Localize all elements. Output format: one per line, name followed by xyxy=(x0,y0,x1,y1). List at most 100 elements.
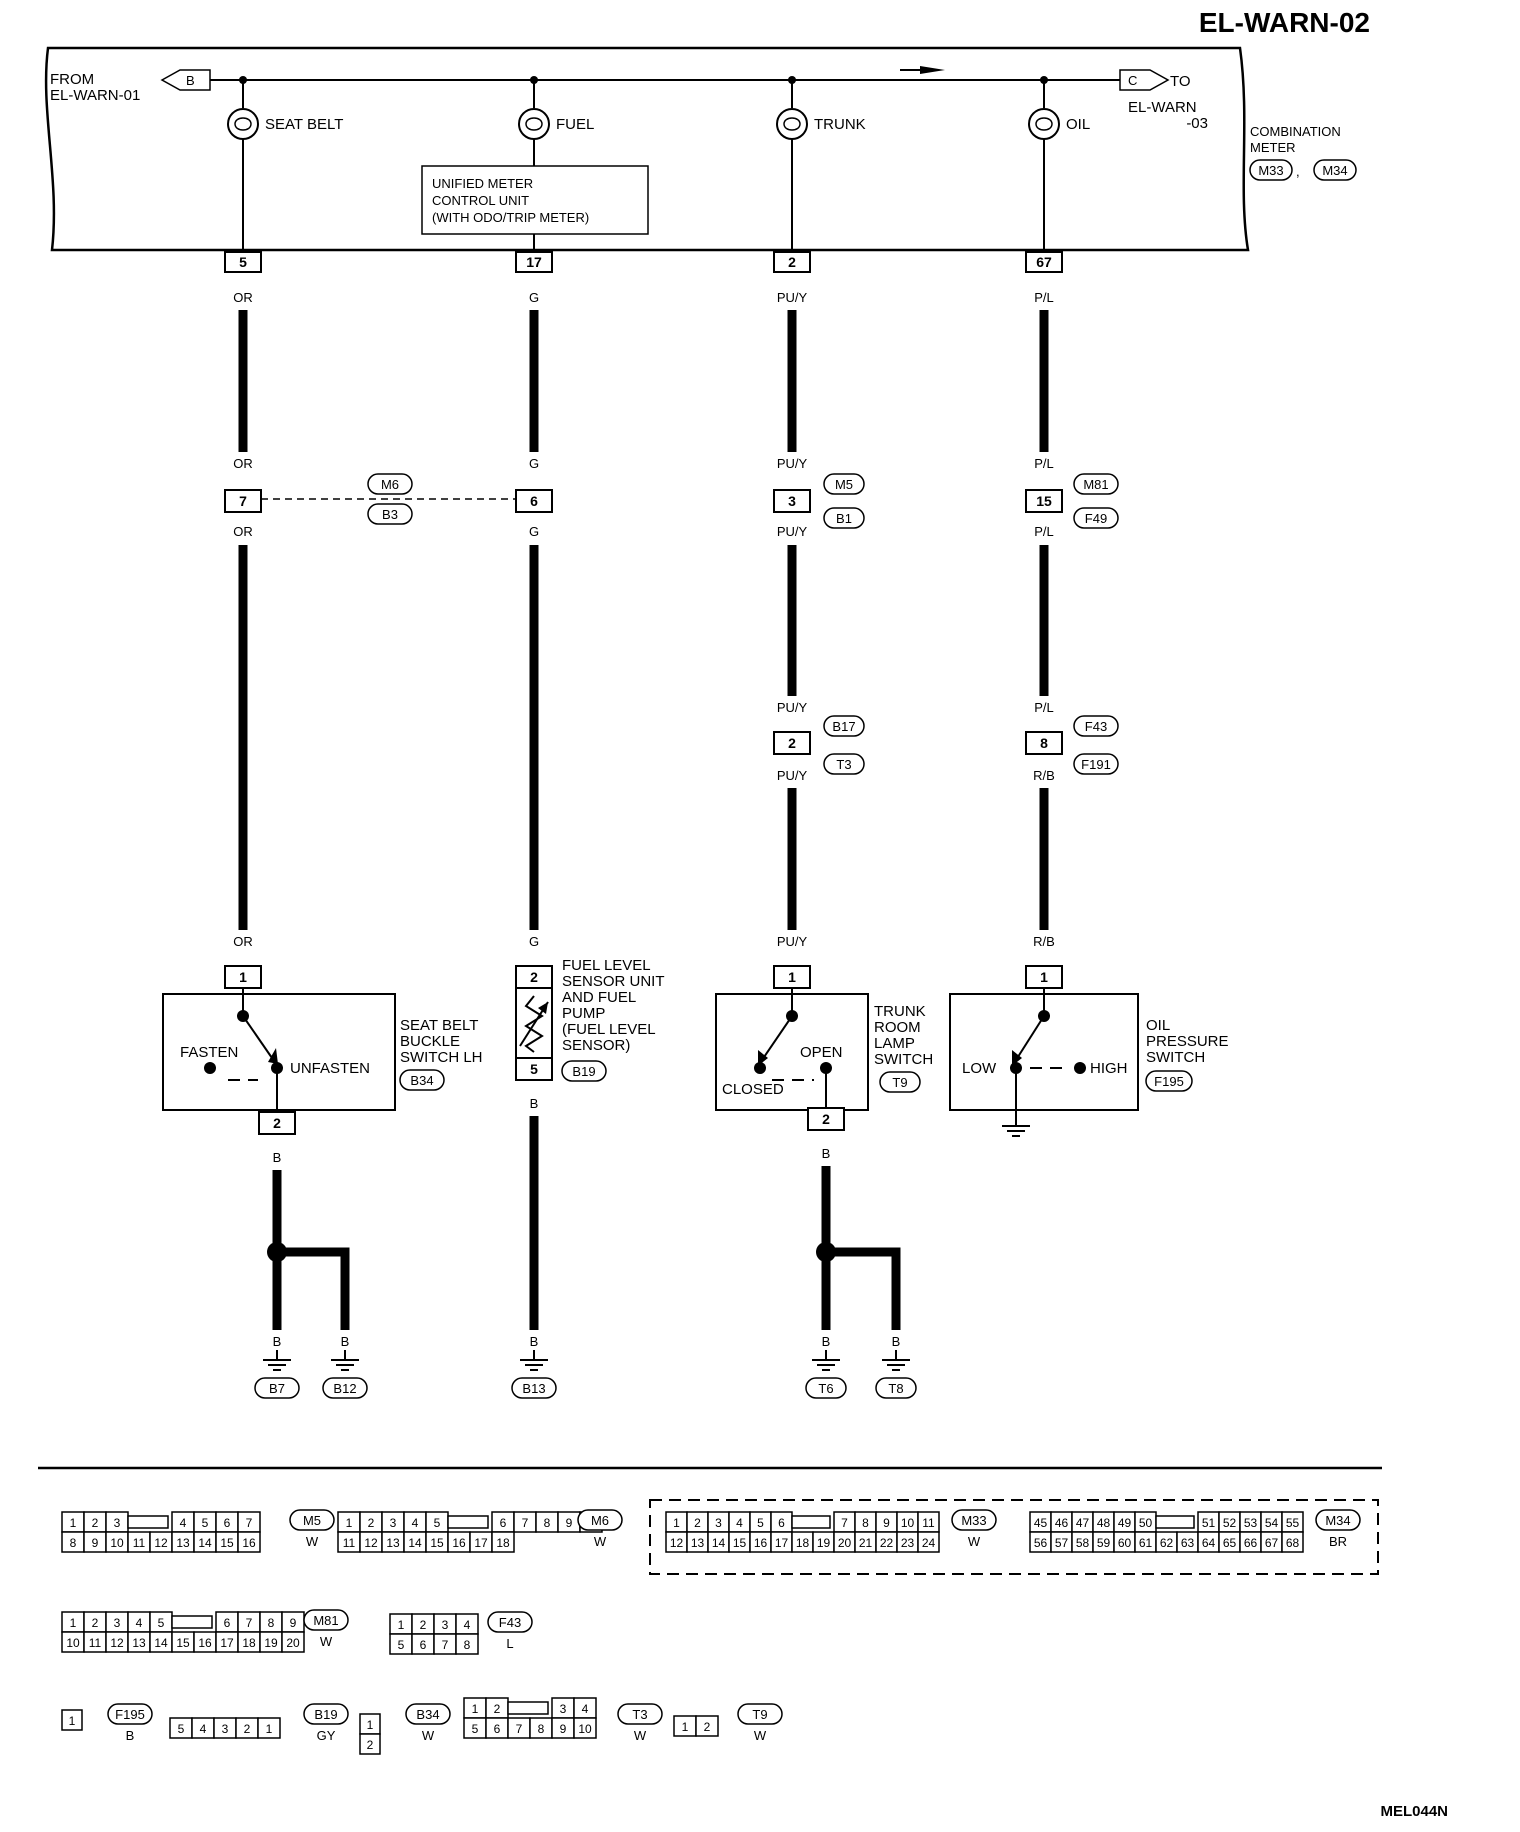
from-connector[interactable]: FROM EL-WARN-01 B xyxy=(50,69,211,104)
connector-pin-number: 6 xyxy=(224,1516,231,1530)
connector-pin-number: 13 xyxy=(176,1536,190,1550)
connector-tag-b3[interactable]: B3 xyxy=(367,503,413,525)
connector-tag-b1[interactable] xyxy=(823,507,865,529)
svg-text:PRESSURE: PRESSURE xyxy=(1146,1033,1229,1050)
connector-pin-number: 3 xyxy=(390,1516,397,1530)
connector-tag-f43[interactable] xyxy=(1073,715,1119,737)
svg-text:M34: M34 xyxy=(1322,163,1347,178)
connector-pin-number: 52 xyxy=(1223,1516,1237,1530)
connector-pin-number: 1 xyxy=(70,1616,77,1630)
connector-pin-number: 20 xyxy=(286,1636,300,1650)
connector-id-tag xyxy=(303,1609,349,1631)
reference-code: MEL044N xyxy=(1380,1803,1448,1820)
connector-view-m6[interactable]: 123456789101112131415161718M6W xyxy=(337,1509,623,1553)
connector-tag-f191[interactable] xyxy=(1073,753,1119,775)
connector-id: M33 xyxy=(961,1513,986,1528)
connector-tag-m6[interactable]: M6 xyxy=(367,473,413,495)
connector-id: T9 xyxy=(752,1707,767,1722)
connector-pin-number: 56 xyxy=(1034,1536,1048,1550)
combination-meter-box xyxy=(44,46,1250,252)
connector-tag-m5[interactable] xyxy=(823,473,865,495)
connector-pin-number: 5 xyxy=(434,1516,441,1530)
connector-pin-number: 67 xyxy=(1265,1536,1279,1550)
svg-text:67: 67 xyxy=(1036,254,1052,270)
connector-pin-number: 5 xyxy=(178,1722,185,1736)
connector-pin-number: 3 xyxy=(114,1516,121,1530)
connector-pin-number: 11 xyxy=(922,1516,935,1530)
circuit-trunk: TRUNK 2 PU/Y PU/Y 3 M5 B1 PU/Y PU/Y 2 B1… xyxy=(773,76,866,989)
connector-tag-m81[interactable] xyxy=(1073,473,1119,495)
svg-text:P/L: P/L xyxy=(1034,700,1054,715)
connector-pin-number: 1 xyxy=(673,1516,680,1530)
connector-cavity xyxy=(695,1715,719,1737)
connector-tag-t3[interactable] xyxy=(823,753,865,775)
svg-text:P/L: P/L xyxy=(1034,524,1054,539)
svg-text:CONTROL UNIT: CONTROL UNIT xyxy=(432,193,529,208)
connector-pin-number: 2 xyxy=(704,1720,711,1734)
connector-tag-b17[interactable] xyxy=(823,715,865,737)
connector-key-slot xyxy=(447,1515,489,1529)
connector-pin-number: 18 xyxy=(496,1536,510,1550)
connector-pin-number: 6 xyxy=(420,1638,427,1652)
svg-text:F191: F191 xyxy=(1081,757,1111,772)
svg-text:T9: T9 xyxy=(892,1075,907,1090)
svg-text:OR: OR xyxy=(233,934,253,949)
connector-pin-number: 1 xyxy=(367,1718,374,1732)
connector-pin-number: 54 xyxy=(1265,1516,1279,1530)
connector-pin-number: 15 xyxy=(176,1636,190,1650)
svg-text:T3: T3 xyxy=(836,757,851,772)
connector-pin-number: 3 xyxy=(560,1702,567,1716)
ground-tag: B13 xyxy=(522,1381,545,1396)
svg-text:CLOSED: CLOSED xyxy=(722,1081,784,1098)
svg-text:SWITCH: SWITCH xyxy=(1146,1049,1205,1066)
connector-pin-number: 1 xyxy=(682,1720,689,1734)
connector-pin-number: 4 xyxy=(200,1722,207,1736)
connector-pin-number: 14 xyxy=(408,1536,422,1550)
connector-key-slot xyxy=(507,1701,549,1715)
connector-cavity xyxy=(573,1717,597,1739)
svg-text:M81: M81 xyxy=(1083,477,1108,492)
connector-pin-number: 10 xyxy=(110,1536,124,1550)
connector-tag-f49[interactable] xyxy=(1073,507,1119,529)
svg-text:R/B: R/B xyxy=(1033,768,1055,783)
seat-belt-lamp-icon xyxy=(227,108,259,140)
connector-pin-number: 1 xyxy=(472,1702,479,1716)
connector-pin-number: 9 xyxy=(560,1722,567,1736)
connector-pin-number: 3 xyxy=(442,1618,449,1632)
svg-text:(WITH ODO/TRIP METER): (WITH ODO/TRIP METER) xyxy=(432,210,589,225)
trunk-lamp-icon xyxy=(776,108,808,140)
connector-pin-number: 3 xyxy=(222,1722,229,1736)
seat-belt-buckle-switch: FASTEN UNFASTEN 2 SEAT BELT BUCKLE SWITC… xyxy=(162,988,483,1135)
connector-pin-number: 58 xyxy=(1076,1536,1090,1550)
combination-meter-label: COMBINATION METER M33 , M34 xyxy=(1249,124,1357,181)
to-connector[interactable]: C TO EL-WARN -03 xyxy=(1119,69,1208,132)
connector-pin-number: 8 xyxy=(862,1516,869,1530)
svg-text:B: B xyxy=(530,1096,539,1111)
connector-pin-number: 48 xyxy=(1097,1516,1111,1530)
svg-text:TO: TO xyxy=(1170,73,1191,90)
connector-pin-number: 50 xyxy=(1139,1516,1153,1530)
connector-pin-number: 14 xyxy=(712,1536,726,1550)
svg-text:METER: METER xyxy=(1250,140,1296,155)
svg-text:P/L: P/L xyxy=(1034,290,1054,305)
connector-pin-number: 5 xyxy=(158,1616,165,1630)
connector-pin-number: 4 xyxy=(136,1616,143,1630)
connector-pin-number: 19 xyxy=(264,1636,278,1650)
connector-pin-number: 6 xyxy=(224,1616,231,1630)
connector-id-tag xyxy=(405,1703,451,1725)
circuit-oil: OIL 67 P/L P/L 15 M81 F49 P/L P/L 8 F43 … xyxy=(1025,76,1119,989)
connector-color: W xyxy=(968,1534,981,1549)
seat-belt-ground: B B B B7 B12 xyxy=(254,1150,368,1399)
connector-cavity xyxy=(491,1531,515,1553)
